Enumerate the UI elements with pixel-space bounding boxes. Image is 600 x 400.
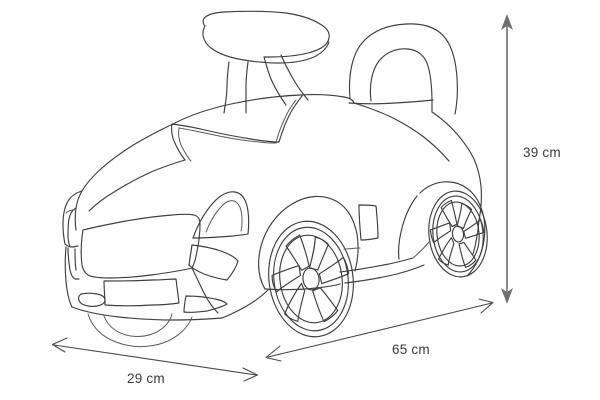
dimension-length-65cm <box>265 298 494 362</box>
push-handle <box>202 10 330 114</box>
hidden-front-wheel <box>87 313 193 348</box>
headlight <box>62 190 83 248</box>
hood <box>74 123 186 231</box>
license-plate <box>103 278 180 307</box>
side-vent <box>358 204 379 241</box>
door-seam <box>343 240 431 259</box>
front-lower-vent <box>188 244 239 281</box>
dimension-height-39cm <box>501 14 513 304</box>
front-bumper <box>64 246 269 321</box>
windshield <box>171 95 303 162</box>
dimension-label-length: 65 cm <box>392 342 430 357</box>
car-body-outline <box>172 94 486 291</box>
dimension-label-height: 39 cm <box>523 145 561 160</box>
side-air-intake <box>67 247 80 280</box>
seat-backrest <box>348 23 458 115</box>
dimension-label-width: 29 cm <box>127 371 165 386</box>
rear-wheel <box>428 190 488 278</box>
front-wheel <box>258 195 359 338</box>
fog-lamp-left <box>78 292 106 307</box>
front-fender-vent <box>192 191 250 239</box>
dimension-width-29cm <box>51 337 259 382</box>
fog-lamp-right <box>183 295 228 313</box>
front-grille <box>80 213 201 279</box>
